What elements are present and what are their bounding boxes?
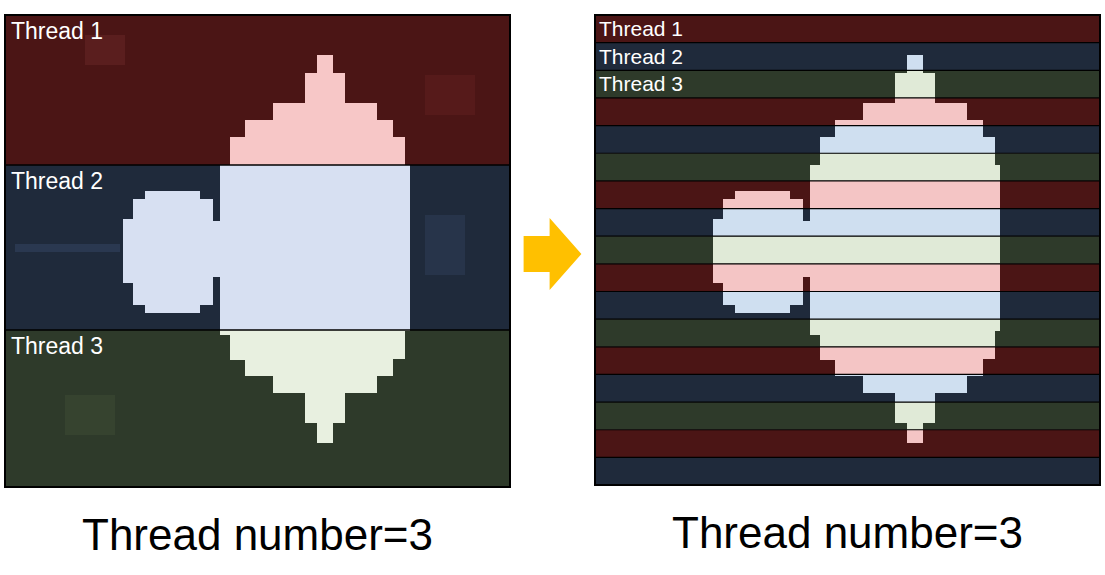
thread-label: Thread 2 — [11, 168, 103, 195]
thread-stripe: Thread 1 — [595, 15, 1100, 43]
stripe-dividers — [595, 43, 1100, 458]
pixel-shade — [425, 215, 465, 275]
thread-band: Thread 3 — [5, 330, 510, 487]
mandelbrot-shape — [595, 15, 1100, 485]
mandelbrot-shape — [5, 15, 510, 487]
thread-label: Thread 3 — [599, 71, 683, 96]
panel-caption: Thread number=3 — [595, 507, 1100, 559]
thread-label: Thread 1 — [599, 16, 683, 41]
thread-stripe: Thread 3 — [595, 70, 1100, 98]
band-ground — [5, 15, 510, 165]
thread-label: Thread 1 — [11, 18, 103, 45]
panel-border — [595, 15, 1100, 485]
thread-band: Thread 1 — [5, 15, 510, 165]
thread-label: Thread 3 — [11, 333, 103, 360]
right-panel-art — [595, 15, 1100, 485]
block-arrow — [524, 218, 582, 290]
thread-label: Thread 2 — [599, 44, 683, 69]
image-panel: Thread number=3Thread 1Thread 2Thread 3 — [5, 15, 510, 487]
image-panel: Thread number=3Thread 1Thread 2Thread 3 — [595, 15, 1100, 485]
thread-band: Thread 2 — [5, 165, 510, 330]
band-ground — [5, 330, 510, 487]
band-ground — [5, 165, 510, 330]
band-divider — [5, 329, 510, 331]
pixel-shade — [65, 395, 115, 435]
panel-border — [5, 15, 510, 487]
pixel-shade — [425, 75, 475, 115]
panel-caption: Thread number=3 — [5, 509, 510, 561]
thread-stripe: Thread 2 — [595, 43, 1100, 71]
stem-shade — [15, 244, 120, 252]
band-divider — [5, 164, 510, 166]
stripe-grounds — [595, 15, 1100, 485]
left-panel-art — [5, 15, 510, 487]
